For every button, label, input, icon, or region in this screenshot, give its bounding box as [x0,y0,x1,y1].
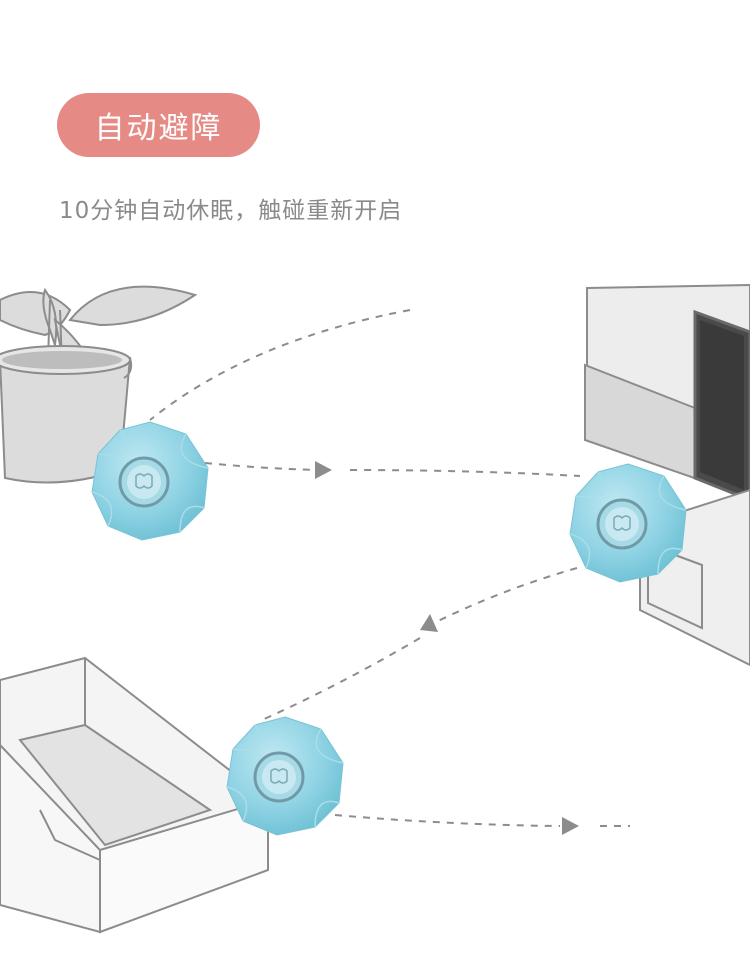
direction-arrows [315,461,579,835]
plant-pot-obstacle [0,285,198,484]
arrow-right-icon [315,461,332,479]
movement-paths [149,309,630,827]
feature-title: 自动避障 [94,111,223,146]
cardboard-box-obstacle [0,656,270,934]
arrow-right-icon [562,817,579,835]
tv-cabinet-obstacle [584,283,750,667]
smart-ball [225,715,345,837]
feature-description: 10分钟自动休眠，触碰重新开启 [59,198,403,224]
arrow-up-icon [420,614,438,632]
feature-badge: 自动避障 [57,93,260,157]
